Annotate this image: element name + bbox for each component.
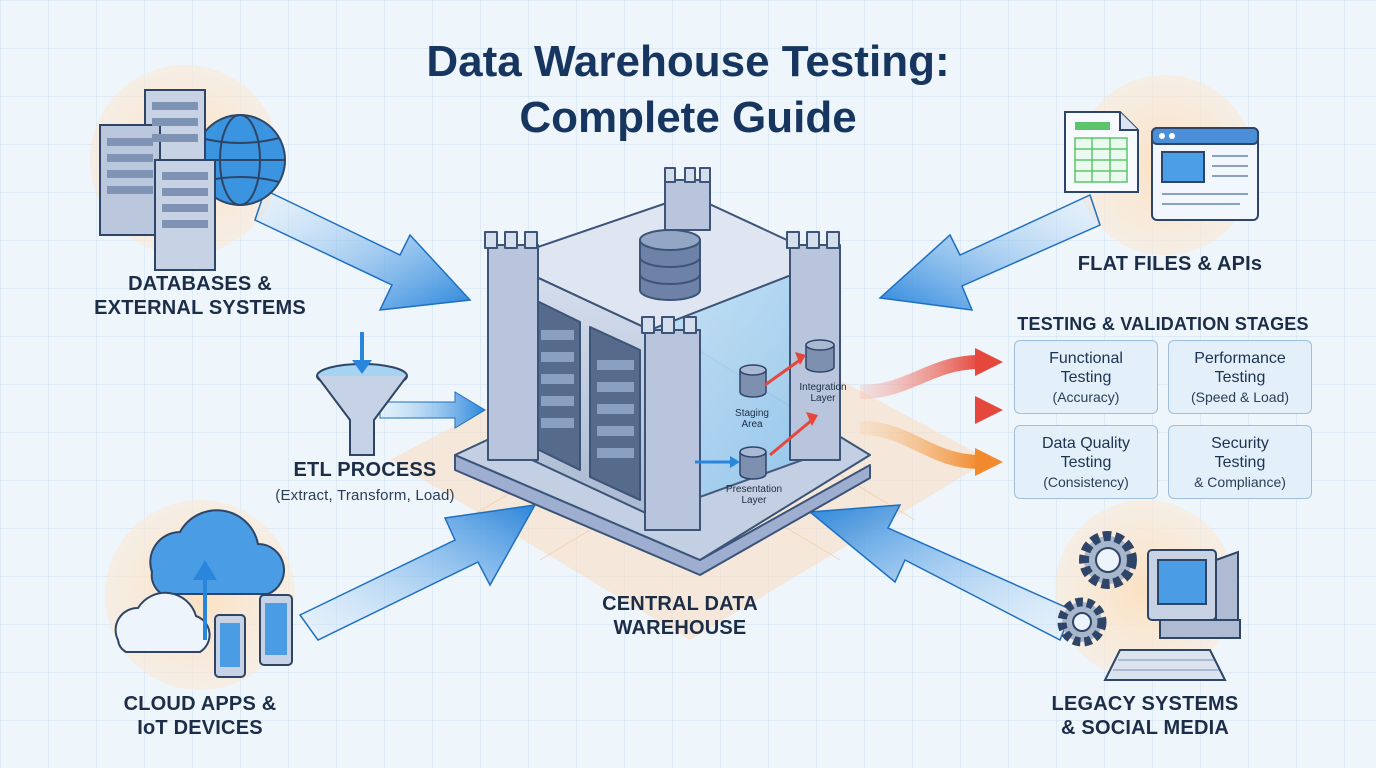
caption-flat-files: FLAT FILES & APIs (1060, 252, 1280, 276)
spreadsheet-browser-icon (1064, 111, 1259, 221)
stage-security-l1: Security (1211, 435, 1269, 452)
arrow-to-quality (859, 421, 1003, 476)
label-integration-layer: Integration Layer (788, 382, 858, 404)
label-integration-line2: Layer (810, 393, 836, 404)
arrow-from-cloud (298, 504, 537, 641)
caption-warehouse: CENTRAL DATA WAREHOUSE (565, 592, 795, 640)
caption-etl-title: ETL PROCESS (293, 459, 437, 481)
arrow-to-functional (859, 348, 1003, 399)
caption-databases: DATABASES & EXTERNAL SYSTEMS (80, 272, 320, 320)
label-staging-line2: Area (741, 419, 763, 430)
inner-flow-arrows (695, 352, 818, 468)
stage-performance-l3: (Speed & Load) (1190, 389, 1290, 405)
integration-db-icon (805, 339, 835, 373)
stage-quality-l2: Testing (1060, 454, 1112, 471)
label-staging-line1: Staging (735, 408, 769, 419)
stage-functional-l1: Functional (1049, 350, 1123, 367)
caption-legacy: LEGACY SYSTEMS & SOCIAL MEDIA (1030, 692, 1260, 740)
presentation-db-icon (739, 446, 767, 480)
gears-computer-icon (1057, 531, 1241, 681)
stage-card-data-quality: Data Quality Testing (Consistency) (1014, 425, 1158, 499)
arrow-etl (379, 391, 486, 429)
caption-cloud-line1: CLOUD APPS & (123, 693, 277, 715)
stage-quality-l3: (Consistency) (1043, 474, 1129, 490)
caption-etl-subtitle: (Extract, Transform, Load) (275, 487, 455, 504)
stage-card-performance: Performance Testing (Speed & Load) (1168, 340, 1312, 414)
caption-databases-line2: EXTERNAL SYSTEMS (94, 297, 306, 319)
staging-db-icon (739, 364, 767, 398)
caption-cloud: CLOUD APPS & IoT DEVICES (100, 692, 300, 740)
stage-security-l3: & Compliance) (1194, 474, 1286, 490)
stage-functional-l3: (Accuracy) (1052, 389, 1120, 405)
label-integration-line1: Integration (799, 382, 847, 393)
caption-flat-files-line1: FLAT FILES & APIs (1077, 253, 1263, 275)
arrow-from-flat-files (878, 193, 1101, 311)
stage-functional-l2: Testing (1060, 369, 1112, 386)
stage-card-functional: Functional Testing (Accuracy) (1014, 340, 1158, 414)
label-presentation-line2: Layer (741, 495, 767, 506)
caption-cloud-line2: IoT DEVICES (137, 717, 263, 739)
stage-card-security: Security Testing & Compliance) (1168, 425, 1312, 499)
warehouse-castle-icon (454, 167, 871, 576)
testing-heading: TESTING & VALIDATION STAGES (1017, 314, 1309, 334)
page-title-line-2: Complete Guide (519, 93, 857, 142)
arrow-from-databases (254, 188, 472, 311)
cloud-devices-icon (114, 509, 293, 678)
caption-databases-line1: DATABASES & (128, 273, 272, 295)
stage-security-l2: Testing (1214, 454, 1266, 471)
arrow-from-legacy (808, 504, 1073, 642)
caption-warehouse-line2: WAREHOUSE (613, 617, 747, 639)
arrow-to-performance (860, 396, 1003, 424)
page-title-line-1: Data Warehouse Testing: (426, 37, 950, 86)
stage-performance-l2: Testing (1214, 369, 1266, 386)
caption-etl: ETL PROCESS (Extract, Transform, Load) (250, 458, 480, 508)
database-servers-globe-icon (99, 89, 286, 271)
label-staging-area: Staging Area (722, 408, 782, 430)
caption-legacy-line2: & SOCIAL MEDIA (1061, 717, 1229, 739)
funnel-icon (316, 332, 408, 456)
label-presentation-line1: Presentation (725, 484, 783, 495)
stage-quality-l1: Data Quality (1041, 435, 1131, 452)
roof-database-icon (639, 229, 701, 301)
label-presentation-layer: Presentation Layer (716, 484, 792, 506)
stage-performance-l1: Performance (1194, 350, 1286, 367)
caption-legacy-line1: LEGACY SYSTEMS (1051, 693, 1239, 715)
caption-warehouse-line1: CENTRAL DATA (602, 593, 758, 615)
